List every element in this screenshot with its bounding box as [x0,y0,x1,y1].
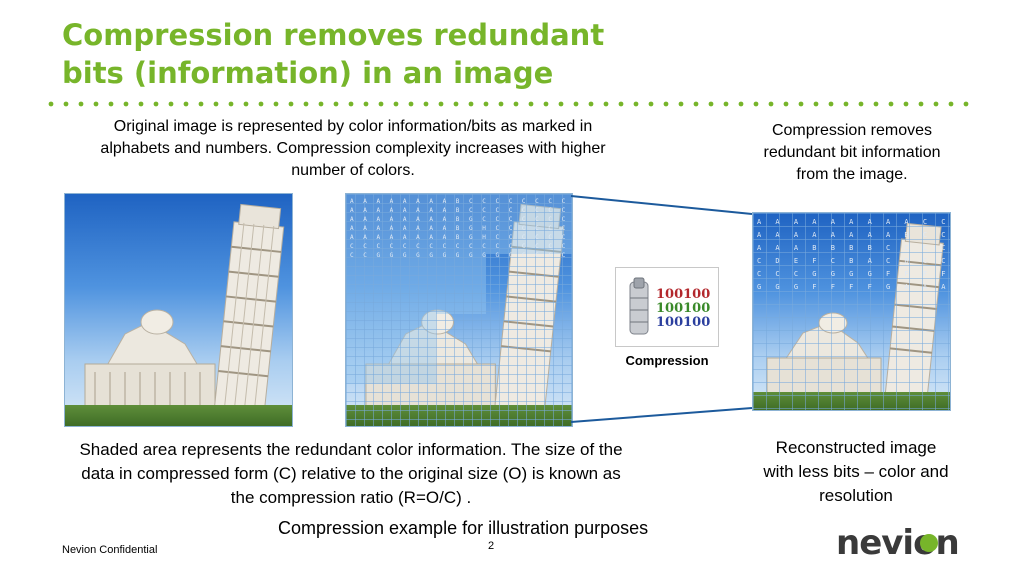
divider-dot [933,101,939,107]
original-image [64,193,293,427]
divider-dot [123,101,129,107]
description-reconstructed: Reconstructed image with less bits – col… [763,438,949,505]
title-line-1: Compression removes redundant [62,18,605,52]
divider-dot [693,101,699,107]
divider-dot [213,101,219,107]
logo-dot-icon [920,534,938,552]
icon-bits-blue: 100100 [656,315,710,330]
divider-dot [678,101,684,107]
divider-dot [513,101,519,107]
divider-dot [633,101,639,107]
slide-caption: Compression example for illustration pur… [278,518,649,538]
reconstructed-image: A A A A A A A A A C C C C C A A A A A A … [752,212,951,411]
divider-dot [63,101,69,107]
nevion-logo: nevion [836,524,960,560]
logo-text: nevion [836,524,959,560]
divider-dot [783,101,789,107]
divider-dot [663,101,669,107]
dotted-divider [48,101,969,107]
divider-dot [423,101,429,107]
divider-dot [843,101,849,107]
divider-dot [108,101,114,107]
divider-dot [888,101,894,107]
divider-dot [78,101,84,107]
footer-confidential: Nevion Confidential [62,544,158,556]
divider-dot [753,101,759,107]
divider-dot [363,101,369,107]
page-number: 2 [488,540,495,552]
divider-dot [618,101,624,107]
color-codes-reduced: A A A A A A A A A C C C C C A A A A A A … [757,218,946,291]
divider-dot [93,101,99,107]
divider-dot [303,101,309,107]
pixel-grid [346,194,572,426]
divider-dot [918,101,924,107]
divider-dot [168,101,174,107]
divider-dot [273,101,279,107]
description-original: Original image is represented by color i… [100,118,606,179]
divider-dot [333,101,339,107]
divider-dot [438,101,444,107]
divider-dot [648,101,654,107]
divider-dot [708,101,714,107]
divider-dot [153,101,159,107]
divider-dot [453,101,459,107]
divider-dot [48,101,54,107]
pixel-grid-coarse [753,213,950,410]
divider-dot [588,101,594,107]
description-shaded-area: Shaded area represents the redundant col… [79,440,623,507]
slide-title: Compression removes redundant bits (infor… [62,16,702,92]
divider-dot [318,101,324,107]
divider-dot [828,101,834,107]
divider-dot [393,101,399,107]
divider-dot [948,101,954,107]
compression-icon-box: 100100 100100 100100 [615,267,719,347]
divider-dot [543,101,549,107]
gridded-image-redundancy: A A A A A A A A B C C C C C C C C A A A … [345,193,573,427]
description-compression: Compression removes redundant bit inform… [763,122,941,183]
divider-dot [903,101,909,107]
divider-dot [963,101,969,107]
divider-dot [378,101,384,107]
divider-dot [198,101,204,107]
divider-dot [348,101,354,107]
divider-dot [738,101,744,107]
divider-dot [288,101,294,107]
compression-archive-icon: 100100 100100 100100 [629,277,710,335]
divider-dot [558,101,564,107]
divider-dot [768,101,774,107]
divider-dot [258,101,264,107]
title-line-2: bits (information) in an image [62,56,554,90]
divider-dot [603,101,609,107]
divider-dot [468,101,474,107]
divider-dot [498,101,504,107]
icon-bits-red: 100100 [656,287,710,302]
color-codes: A A A A A A A A B C C C C C C C C A A A … [350,198,568,259]
divider-dot [723,101,729,107]
divider-dot [873,101,879,107]
divider-dot [528,101,534,107]
divider-dot [813,101,819,107]
divider-dot [138,101,144,107]
tower-scene [84,203,285,412]
icon-bits-green: 100100 [656,301,710,316]
divider-dot [408,101,414,107]
compression-label: Compression [625,353,709,368]
divider-dot [183,101,189,107]
divider-dot [858,101,864,107]
divider-dot [573,101,579,107]
divider-dot [228,101,234,107]
divider-dot [483,101,489,107]
divider-dot [243,101,249,107]
divider-dot [798,101,804,107]
